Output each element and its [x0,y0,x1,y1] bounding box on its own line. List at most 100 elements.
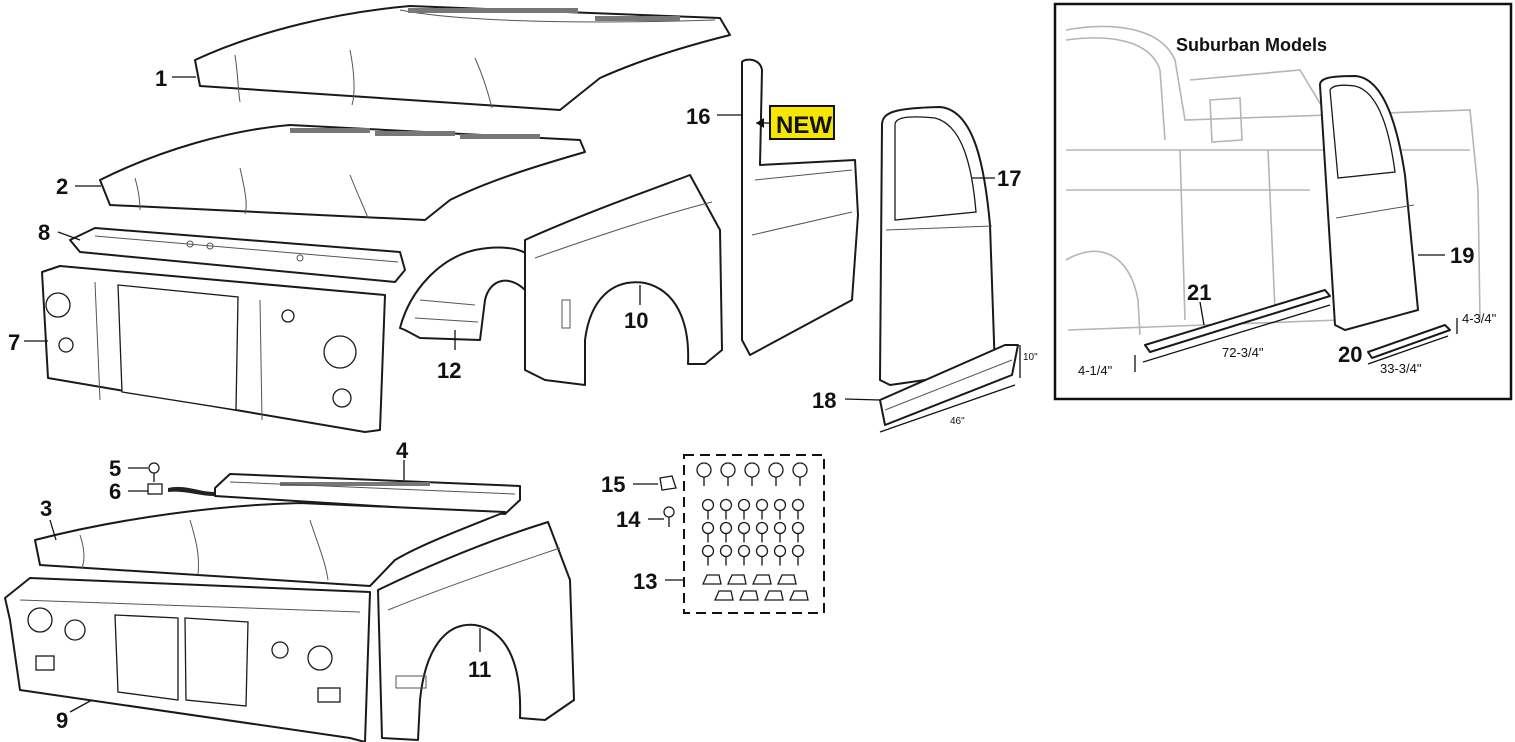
svg-text:18: 18 [812,388,836,413]
callout-7: 7 [8,330,48,355]
suburban-dimensions: 4-1/4" 72-3/4" 33-3/4" 4-3/4" [1078,311,1497,378]
new-badge: NEW [756,105,835,140]
callout-17: 17 [972,166,1021,191]
svg-text:8: 8 [38,220,50,245]
fastener-bolt [737,521,751,535]
callout-2: 2 [56,174,101,199]
fastener-bolt [720,462,736,478]
svg-text:20: 20 [1338,342,1362,367]
svg-text:46": 46" [950,416,965,427]
fastener-bolt [773,544,787,558]
clip-15 [659,475,677,491]
callout-8: 8 [38,220,81,245]
fastener-clip-nut [776,574,797,585]
callout-1: 1 [155,66,196,91]
fastener-clip-nut [738,590,759,601]
svg-text:5: 5 [109,456,121,481]
callout-3: 3 [40,496,57,541]
svg-text:14: 14 [616,507,641,532]
fastener-bolt [791,521,805,535]
fastener-grid [696,462,809,601]
callout-9: 9 [56,699,93,733]
radiator-support-assembly [41,265,386,433]
screw-14 [663,506,675,527]
svg-text:1: 1 [155,66,167,91]
fastener-bolt [744,462,760,478]
svg-text:9: 9 [56,708,68,733]
fastener-bolt [791,544,805,558]
svg-text:2: 2 [56,174,68,199]
front-fender-upper [524,174,723,386]
svg-text:17: 17 [997,166,1021,191]
callout-21: 21 [1187,280,1211,326]
fastener-clip-nut [763,590,784,601]
fastener-bolt [701,521,715,535]
callout-20: 20 [1338,342,1362,367]
svg-text:12: 12 [437,358,461,383]
svg-text:33-3/4": 33-3/4" [1380,361,1422,376]
svg-text:13: 13 [633,569,657,594]
fastener-bolt [737,498,751,512]
svg-text:6: 6 [109,479,121,504]
fastener-bolt [719,521,733,535]
fastener-clip-nut [701,574,722,585]
callout-13: 13 [633,569,684,594]
fastener-bolt [773,498,787,512]
svg-text:7: 7 [8,330,20,355]
clip-6 [147,483,215,496]
fastener-kit-box [683,454,825,614]
door-complete [879,106,996,386]
fastener-bolt [696,462,712,478]
hood-with-vents [99,124,586,221]
fastener-bolt [792,462,808,478]
hood-lower [34,502,506,587]
fastener-bolt [701,498,715,512]
callout-14: 14 [616,507,664,532]
fastener-bolt [755,498,769,512]
radiator-support-complete [4,577,371,742]
callout-6: 6 [109,479,148,504]
radiator-support-upper-panel [69,227,406,283]
door-shell-pillar [741,58,859,356]
suburban-inset: Suburban Models [1053,2,1513,401]
svg-text:4-3/4": 4-3/4" [1462,311,1497,326]
fastener-bolt [719,544,733,558]
svg-text:4: 4 [396,438,409,463]
inner-fender-splash-shield [399,246,529,341]
fastener-bolt [737,544,751,558]
fastener-bolt [768,462,784,478]
fastener-clip-nut [713,590,734,601]
callout-5: 5 [109,456,148,481]
callout-18: 18 [812,388,881,413]
fastener-bolt [773,521,787,535]
svg-text:10: 10 [624,308,648,333]
svg-text:19: 19 [1450,243,1474,268]
fastener-bolt [755,544,769,558]
callout-12: 12 [437,330,461,383]
svg-text:4-1/4": 4-1/4" [1078,363,1113,378]
svg-text:72-3/4": 72-3/4" [1222,345,1264,360]
fastener-clip-nut [751,574,772,585]
svg-text:Suburban Models: Suburban Models [1176,35,1327,55]
svg-text:11: 11 [468,657,491,682]
fastener-clip-nut [788,590,809,601]
callout-4: 4 [396,438,409,480]
fastener-bolt [755,521,769,535]
svg-text:3: 3 [40,496,52,521]
svg-text:15: 15 [601,472,625,497]
callout-16: 16 [686,104,742,129]
svg-text:NEW: NEW [776,112,832,139]
hood-top [194,5,731,111]
callout-11: 11 [468,628,491,682]
fastener-bolt [791,498,805,512]
callout-10: 10 [624,285,648,333]
svg-text:16: 16 [686,104,710,129]
callout-19: 19 [1418,243,1474,268]
fastener-clip-nut [726,574,747,585]
svg-text:10": 10" [1023,352,1038,363]
rocker-panel: 10" 46" [879,344,1038,433]
front-fender-lower [377,521,575,741]
fastener-bolt [701,544,715,558]
callout-15: 15 [601,472,658,497]
